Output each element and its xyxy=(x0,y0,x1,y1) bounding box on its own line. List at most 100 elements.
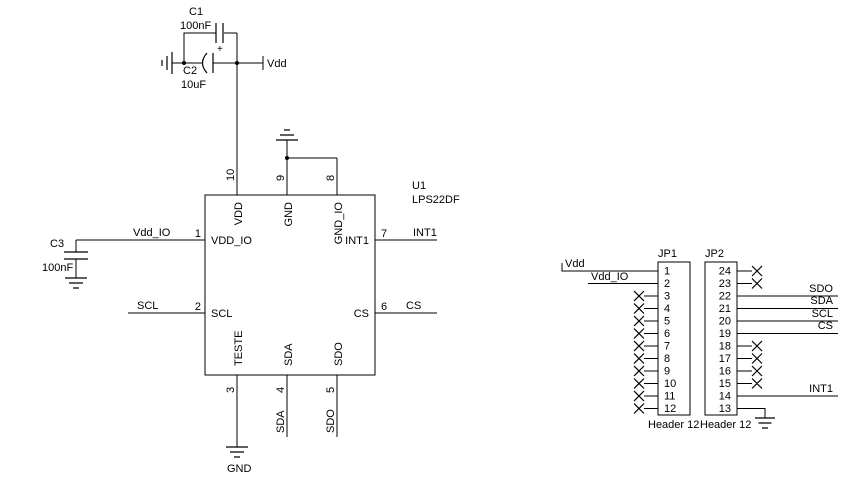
junction-dot xyxy=(285,156,289,160)
vdd-net-label: Vdd xyxy=(565,258,585,270)
jp1-pin-number: 2 xyxy=(664,278,670,290)
u1-pin5-number: 5 xyxy=(325,387,337,393)
u1-pin-name-scl: SCL xyxy=(211,308,232,320)
jp1-pin-number: 10 xyxy=(664,378,676,390)
jp2-pin-number: 13 xyxy=(719,403,731,415)
no-connect-marks xyxy=(633,265,763,414)
u1-pin-name-cs: CS xyxy=(354,308,369,320)
u1-pin1-number: 1 xyxy=(195,228,201,240)
jp1-pin-number: 9 xyxy=(664,366,670,378)
capacitor-c3: C3 100nF xyxy=(42,238,88,274)
c2-polarity-label: + xyxy=(217,44,223,55)
capacitor-plates-icon xyxy=(64,251,88,260)
vdd-io-net-label: Vdd_IO xyxy=(133,227,171,239)
vdd-port-top: Vdd xyxy=(267,58,287,70)
capacitor-plates-icon xyxy=(215,23,224,43)
u1-ref-label: U1 xyxy=(412,180,426,192)
jp1-pin-number: 12 xyxy=(664,403,676,415)
jp1-pin-number: 1 xyxy=(664,266,670,278)
ic-body xyxy=(204,194,376,376)
header-jp2: JP2 24 23 22 21 20 19 18 17 16 15 14 13 … xyxy=(700,248,751,431)
c1-ref-label: C1 xyxy=(189,6,203,18)
u1-pin9-number: 9 xyxy=(275,175,287,181)
vdd-io-net-label: Vdd_IO xyxy=(591,271,629,283)
u1-pin4-number: 4 xyxy=(275,387,287,393)
jp2-pin-number: 19 xyxy=(719,328,731,340)
int1-net-label: INT1 xyxy=(413,227,437,239)
gnd-symbol-left-icon xyxy=(161,52,173,74)
scl-net-label: SCL xyxy=(137,300,158,312)
u1-pin7-number: 7 xyxy=(381,228,387,240)
u1-pin3-number: 3 xyxy=(225,387,237,393)
jp1-pin-number: 7 xyxy=(664,341,670,353)
u1-part-label: LPS22DF xyxy=(412,194,460,206)
capacitor-c1: C1 100nF xyxy=(180,6,224,43)
jp2-pin-number: 17 xyxy=(719,353,731,365)
junction-dot xyxy=(235,61,239,65)
jp1-ref-label: JP1 xyxy=(658,248,677,260)
sdo-net-label: SDO xyxy=(325,409,337,433)
junction-dots xyxy=(182,61,289,160)
u1-pin2-number: 2 xyxy=(195,301,201,313)
wires-headers xyxy=(561,263,838,418)
c3-ref-label: C3 xyxy=(50,238,64,250)
sdo-net-label: SDO xyxy=(809,283,833,295)
u1-pin10-number: 10 xyxy=(225,169,237,181)
sda-net-label: SDA xyxy=(275,410,287,433)
c1-value-label: 100nF xyxy=(180,20,211,32)
u1-pin-name-vdd-io: VDD_IO xyxy=(211,235,252,247)
gnd-symbol-top-icon xyxy=(276,129,298,141)
jp2-desc-label: Header 12 xyxy=(700,419,751,431)
jp1-pin-number: 6 xyxy=(664,328,670,340)
u1-pin8-number: 8 xyxy=(325,175,337,181)
header-jp1: JP1 1 2 3 4 5 6 7 8 9 10 11 12 Header 12 xyxy=(648,248,699,431)
u1-net-labels: Vdd_IO SCL INT1 CS SDA SDO xyxy=(133,227,437,433)
capacitor-curved-plate-icon xyxy=(201,52,208,74)
u1-pin-name-gnd-io: GND_IO xyxy=(333,202,345,245)
jp1-body xyxy=(657,261,691,416)
jp2-pin-number: 22 xyxy=(719,291,731,303)
cs-net-label: CS xyxy=(818,320,833,332)
u1-pin-name-sdo: SDO xyxy=(333,342,345,366)
c2-ref-label: C2 xyxy=(183,65,197,77)
u1-pin-name-gnd: GND xyxy=(283,202,295,227)
u1-pin6-number: 6 xyxy=(381,301,387,313)
cs-net-label: CS xyxy=(406,300,421,312)
jp2-pin-number: 14 xyxy=(719,391,731,403)
wire xyxy=(75,32,437,447)
int1-net-label: INT1 xyxy=(809,383,833,395)
gnd-net-label: GND xyxy=(227,463,252,475)
scl-net-label: SCL xyxy=(812,308,833,320)
jp2-pin-number: 15 xyxy=(719,378,731,390)
gnd-symbol-c3-icon xyxy=(65,277,87,289)
c3-value-label: 100nF xyxy=(42,262,73,274)
junction-dot xyxy=(182,61,186,65)
gnd-symbol-jp2-icon xyxy=(755,417,775,429)
jp1-desc-label: Header 12 xyxy=(648,419,699,431)
c2-value-label: 10uF xyxy=(181,79,206,91)
capacitor-c2: + C2 10uF xyxy=(181,44,223,91)
header-net-labels: Vdd Vdd_IO SDO SDA SCL CS INT1 xyxy=(565,258,834,395)
jp2-pin-number: 16 xyxy=(719,366,731,378)
jp1-pin-number: 4 xyxy=(664,303,670,315)
jp1-pin-number: 8 xyxy=(664,353,670,365)
no-connect-x-icon xyxy=(751,265,763,389)
jp2-pin-number: 24 xyxy=(719,266,731,278)
jp2-pin-number: 18 xyxy=(719,341,731,353)
u1-pin-name-sda: SDA xyxy=(283,343,295,366)
jp1-pin-number: 3 xyxy=(664,291,670,303)
jp2-body xyxy=(704,261,738,416)
jp1-pin-number: 11 xyxy=(664,391,675,403)
jp1-pin-number: 5 xyxy=(664,316,670,328)
ic-u1: U1 LPS22DF VDD_IO SCL INT1 CS VDD GND GN… xyxy=(195,169,460,393)
wires-main xyxy=(75,32,437,447)
no-connect-x-icon xyxy=(633,290,645,414)
jp2-pin-number: 20 xyxy=(719,316,731,328)
vdd-net-label: Vdd xyxy=(267,58,287,70)
jp2-ref-label: JP2 xyxy=(705,248,724,260)
u1-pin-name-vdd: VDD xyxy=(233,202,245,225)
u1-pin-name-int1: INT1 xyxy=(345,235,369,247)
sda-net-label: SDA xyxy=(810,295,833,307)
